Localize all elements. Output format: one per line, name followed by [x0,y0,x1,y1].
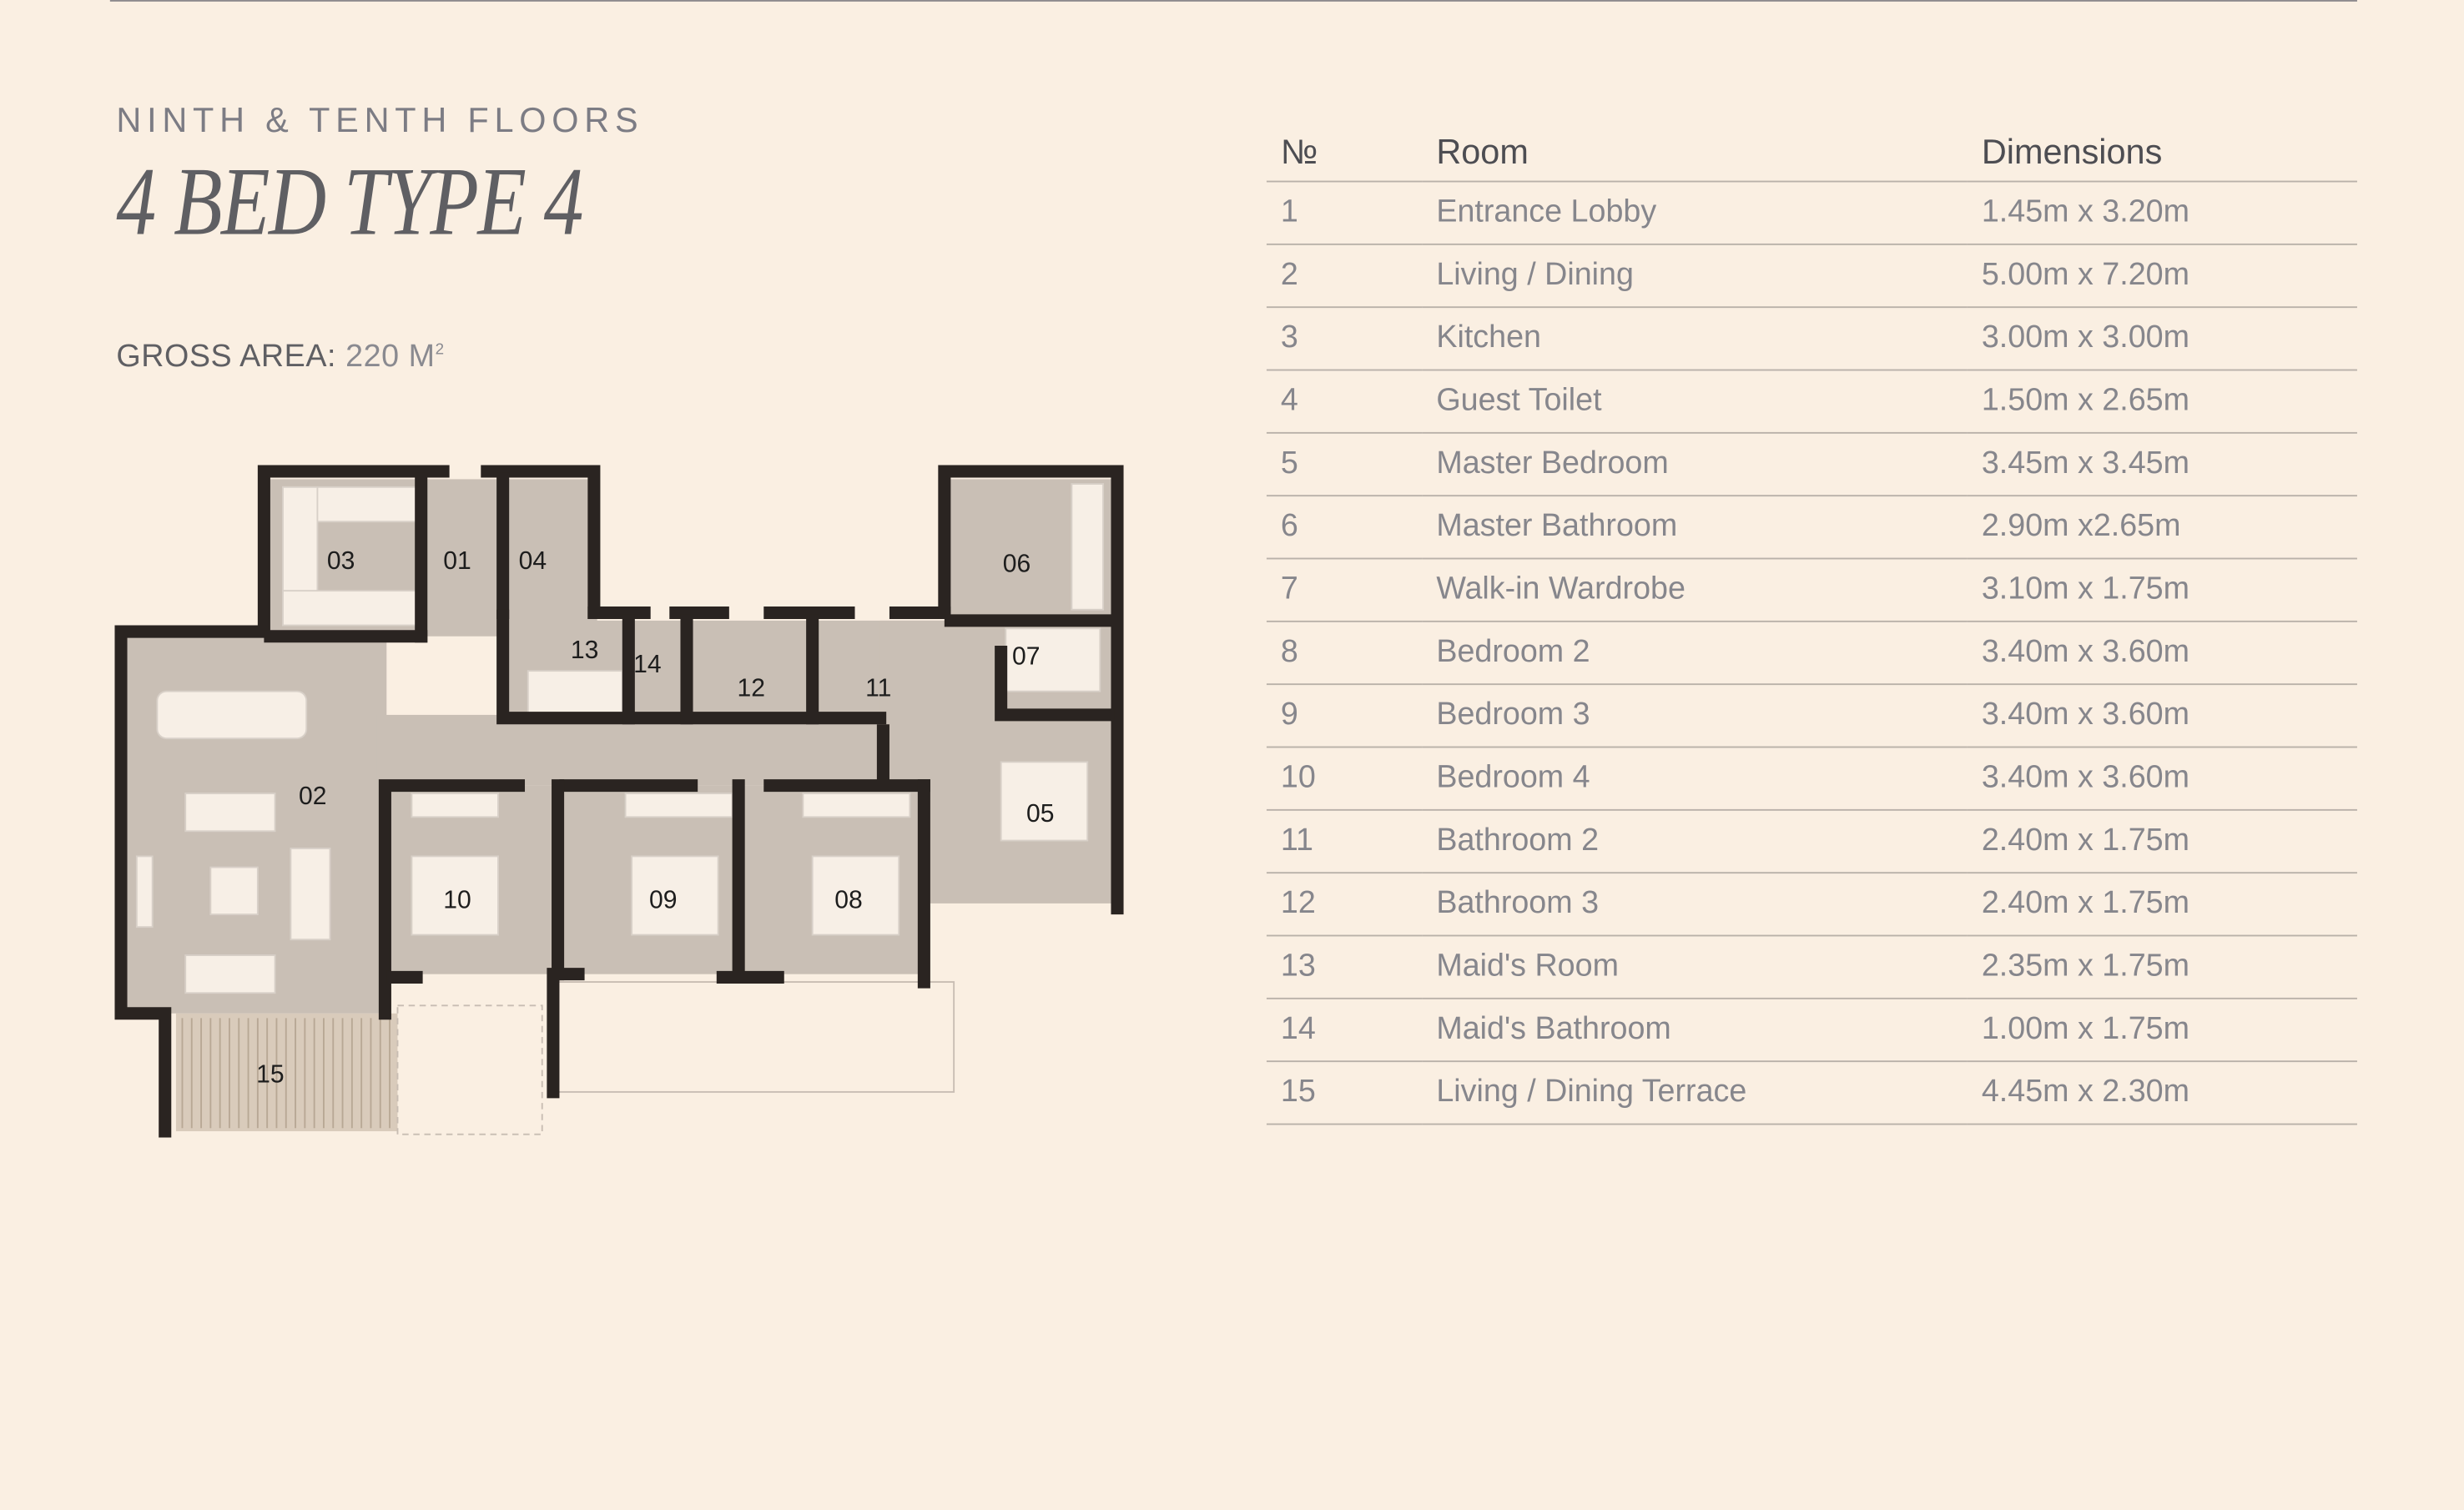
row-room: Bathroom 2 [1422,809,1968,874]
room-label-14: 14 [633,651,662,678]
unit-type-title: 4 BED TYPE 4 [116,148,583,256]
row-number: 2 [1266,244,1423,309]
row-number: 11 [1266,809,1423,874]
top-divider [109,0,2357,2]
row-room: Kitchen [1422,307,1968,371]
row-number: 14 [1266,998,1423,1063]
walls [114,465,1124,1138]
header-room: Room [1422,113,1968,183]
row-room: Guest Toilet [1422,370,1968,434]
room-label-07: 07 [1012,643,1041,671]
room-label-03: 03 [327,547,355,575]
row-room: Walk-in Wardrobe [1422,558,1968,622]
gross-area-label: GROSS AREA: [116,339,337,375]
row-dimensions: 1.00m x 1.75m [1967,998,2357,1063]
floor-areas [127,479,1111,1014]
row-number: 3 [1266,307,1423,371]
room-label-04: 04 [519,547,547,575]
row-dimensions: 4.45m x 2.30m [1967,1061,2357,1125]
header-number: № [1266,113,1423,183]
row-number: 5 [1266,432,1423,497]
row-number: 9 [1266,684,1423,748]
row-dimensions: 2.40m x 1.75m [1967,809,2357,874]
row-number: 10 [1266,747,1423,811]
room-label-06: 06 [1003,551,1031,578]
row-dimensions: 2.90m x2.65m [1967,496,2357,560]
row-dimensions: 3.40m x 3.60m [1967,684,2357,748]
row-number: 13 [1266,935,1423,999]
row-room: Living / Dining Terrace [1422,1061,1968,1125]
row-dimensions: 1.50m x 2.65m [1967,370,2357,434]
header-dimensions: Dimensions [1967,113,2357,183]
room-label-08: 08 [834,887,863,914]
row-room: Bathroom 3 [1422,873,1968,937]
room-label-13: 13 [571,637,599,664]
room-label-15: 15 [256,1061,285,1089]
row-room: Master Bathroom [1422,496,1968,560]
row-room: Maid's Bathroom [1422,998,1968,1063]
room-label-05: 05 [1026,800,1055,828]
row-room: Master Bedroom [1422,432,1968,497]
room-label-02: 02 [299,783,327,810]
row-dimensions: 5.00m x 7.20m [1967,244,2357,309]
row-room: Living / Dining [1422,244,1968,309]
row-dimensions: 3.40m x 3.60m [1967,747,2357,811]
gross-area-sup: 2 [435,341,445,360]
row-room: Bedroom 3 [1422,684,1968,748]
row-number: 7 [1266,558,1423,622]
furniture [135,483,1105,994]
row-number: 12 [1266,873,1423,937]
room-label-01: 01 [443,547,471,575]
gross-area-value: 220 M2 [345,340,445,374]
row-room: Bedroom 2 [1422,621,1968,686]
row-room: Entrance Lobby [1422,181,1968,245]
row-dimensions: 2.40m x 1.75m [1967,873,2357,937]
row-number: 4 [1266,370,1423,434]
row-number: 8 [1266,621,1423,686]
row-dimensions: 3.40m x 3.60m [1967,621,2357,686]
row-dimensions: 2.35m x 1.75m [1967,935,2357,999]
row-room: Maid's Room [1422,935,1968,999]
floors-subtitle: NINTH & TENTH FLOORS [116,100,644,140]
row-dimensions: 1.45m x 3.20m [1967,181,2357,245]
row-number: 1 [1266,181,1423,245]
room-label-10: 10 [443,887,471,914]
row-dimensions: 3.45m x 3.45m [1967,432,2357,497]
room-labels: 01 02 03 04 05 06 07 08 09 10 11 12 13 1… [256,547,1054,1089]
gross-area-number: 220 M [345,339,436,375]
gross-area: GROSS AREA: 220 M2 [116,340,444,375]
room-label-09: 09 [649,887,678,914]
row-room: Bedroom 4 [1422,747,1968,811]
row-dimensions: 3.10m x 1.75m [1967,558,2357,622]
row-number: 15 [1266,1061,1423,1125]
table-header-row: № Room Dimensions [1266,113,2357,183]
row-number: 6 [1266,496,1423,560]
room-label-12: 12 [737,674,765,702]
room-label-11: 11 [865,674,891,702]
row-dimensions: 3.00m x 3.00m [1967,307,2357,371]
